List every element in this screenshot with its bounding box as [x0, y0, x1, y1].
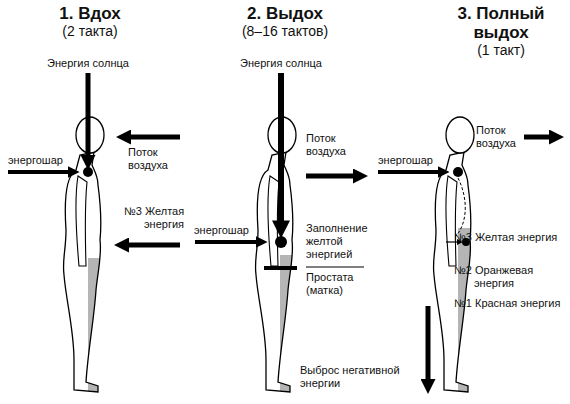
sun-arrow — [278, 73, 284, 224]
sun-label: Энергия солнца — [231, 57, 331, 70]
air-label: Поток воздуха — [476, 124, 524, 150]
sun-label: Энергия солнца — [38, 57, 138, 70]
release-arrow — [426, 306, 431, 382]
human-figure — [255, 117, 296, 392]
step-title: 3. Полный выдох — [446, 4, 556, 42]
ball-arrow — [8, 170, 70, 174]
release-label: Выброс негативной энергии — [300, 364, 412, 390]
energy-ball — [453, 167, 463, 177]
energy-ball — [275, 236, 287, 248]
step-title: 2. Выдох — [220, 4, 350, 23]
step-subtitle: (1 такт) — [446, 42, 556, 58]
ball-label: энергошар — [194, 224, 264, 237]
air-arrow — [306, 174, 356, 179]
air-arrow — [128, 135, 180, 140]
sun-arrow — [86, 73, 91, 158]
fill-label: Заполнение желтой энергией — [306, 222, 382, 261]
step-subtitle: (2 такта) — [40, 23, 140, 39]
organ-label: Простата (матка) — [306, 271, 376, 297]
separator-line — [306, 267, 364, 268]
ball-arrow — [195, 240, 258, 244]
step-subtitle: (8–16 тактов) — [220, 23, 350, 39]
air-label: Поток воздуха — [128, 146, 182, 172]
prostate-bar — [264, 266, 297, 270]
air-label: Поток воздуха — [306, 132, 360, 158]
step-title: 1. Вдох — [40, 4, 140, 23]
ball-label: энергошар — [378, 154, 448, 167]
energy-ball — [83, 167, 93, 177]
air-arrow — [524, 135, 552, 140]
energy-label: №2 Оранжевая энергия — [454, 264, 566, 290]
energy-label: №1 Красная энергия — [454, 297, 566, 310]
ball-label: энергошар — [8, 154, 78, 167]
human-figure — [433, 117, 474, 392]
energy-label: №3 Желтая энергия — [454, 231, 566, 244]
energy-arrow — [126, 243, 180, 248]
ball-arrow — [378, 170, 440, 174]
energy-path — [456, 178, 465, 236]
human-figure — [63, 117, 104, 392]
